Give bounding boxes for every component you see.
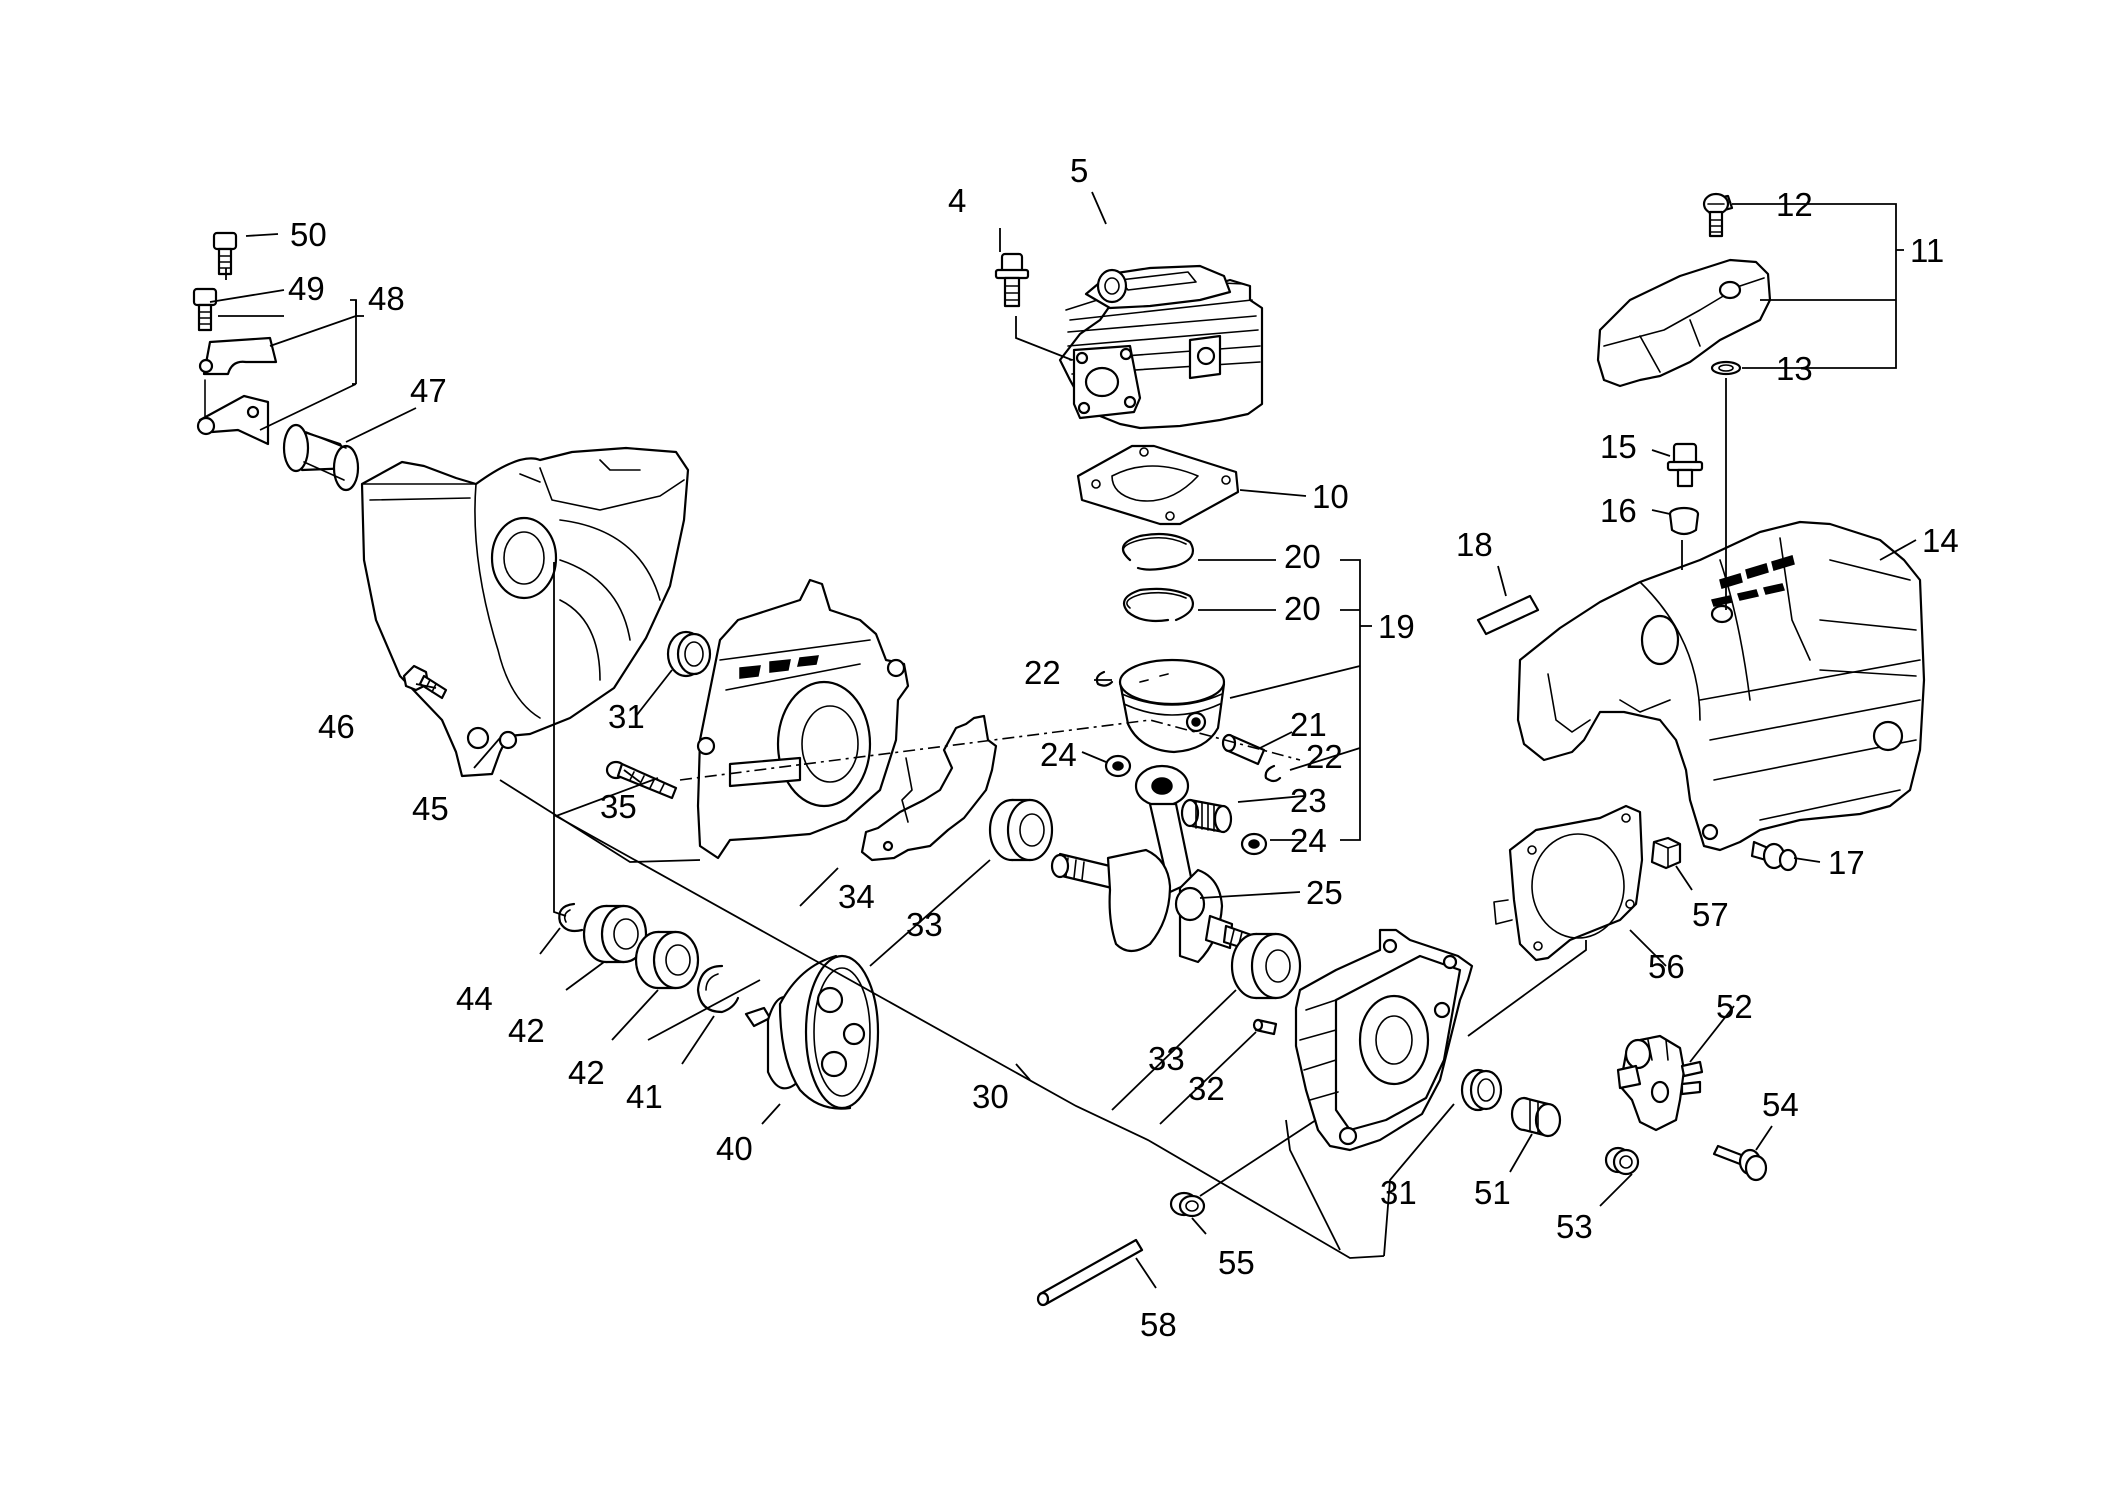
part-51-needle-bearing xyxy=(1510,1096,1562,1138)
part-22-circlip-right xyxy=(1264,764,1282,783)
callout-20-top: 20 xyxy=(1284,538,1321,575)
leader-lines xyxy=(209,191,1917,1289)
part-20-piston-ring-top xyxy=(1121,532,1194,571)
part-17-bolt xyxy=(1750,840,1798,872)
part-25-crankshaft xyxy=(1050,764,1262,964)
part-58-rod xyxy=(1036,1238,1144,1307)
part-4-bolt xyxy=(994,252,1030,308)
part-42-bearing-top xyxy=(582,904,648,964)
part-11-top-cover xyxy=(1596,258,1772,388)
callout-33-top: 33 xyxy=(906,906,943,943)
part-5-cylinder xyxy=(1058,264,1264,430)
part-50-bolt xyxy=(212,231,238,276)
part-23-needle-bearing xyxy=(1180,798,1233,834)
part-49-bolt xyxy=(192,287,218,332)
callout-24-left: 24 xyxy=(1040,736,1077,773)
callout-22-right: 22 xyxy=(1306,738,1343,775)
callout-22-left: 22 xyxy=(1024,654,1061,691)
callout-17: 17 xyxy=(1828,844,1865,881)
callout-58: 58 xyxy=(1140,1306,1177,1343)
callout-56: 56 xyxy=(1648,948,1685,985)
callout-19: 19 xyxy=(1378,608,1415,645)
part-42-bearing-bottom xyxy=(634,930,700,990)
callout-11: 11 xyxy=(1910,232,1944,269)
part-24-washer-left xyxy=(1104,754,1132,778)
part-crankcase-right xyxy=(1294,928,1474,1152)
part-34-gasket xyxy=(860,714,998,862)
callout-40: 40 xyxy=(716,1130,753,1167)
callout-42-bottom: 42 xyxy=(568,1054,605,1091)
callout-46: 46 xyxy=(318,708,355,745)
callout-21: 21 xyxy=(1290,706,1327,743)
part-33-bearing-bottom xyxy=(1230,932,1302,1000)
part-47-bushing xyxy=(282,423,360,492)
callout-18: 18 xyxy=(1456,526,1493,563)
callout-48: 48 xyxy=(368,280,405,317)
callout-42-top: 42 xyxy=(508,1012,545,1049)
callout-31-bottom: 31 xyxy=(1380,1174,1417,1211)
callout-30: 30 xyxy=(972,1078,1009,1115)
callout-20-bottom: 20 xyxy=(1284,590,1321,627)
callout-53: 53 xyxy=(1556,1208,1593,1245)
part-14-engine-cover xyxy=(1516,520,1926,852)
callout-labels: 4 5 10 11 12 13 14 15 16 17 18 19 20 20 … xyxy=(288,152,1959,1343)
part-18-label xyxy=(1476,594,1540,636)
part-12-screw xyxy=(1702,192,1734,238)
callout-16: 16 xyxy=(1600,492,1637,529)
part-44-circlip xyxy=(558,902,584,933)
callout-5: 5 xyxy=(1070,152,1088,189)
callout-4: 4 xyxy=(948,182,966,219)
part-55-seal xyxy=(1169,1191,1206,1218)
part-52-oil-pump xyxy=(1616,1034,1704,1132)
part-20-piston-ring-bottom xyxy=(1122,587,1194,623)
part-40-clutch-drum xyxy=(744,954,880,1110)
callout-52: 52 xyxy=(1716,988,1753,1025)
callout-51: 51 xyxy=(1474,1174,1511,1211)
callout-12: 12 xyxy=(1776,186,1813,223)
part-53-seal xyxy=(1604,1146,1640,1176)
callout-55: 55 xyxy=(1218,1244,1255,1281)
part-57-block xyxy=(1650,836,1682,870)
part-crankcase-left xyxy=(696,578,910,860)
part-33-bearing-top xyxy=(988,798,1054,862)
callout-14: 14 xyxy=(1922,522,1959,559)
callout-50: 50 xyxy=(290,216,327,253)
part-31-seal-bottom xyxy=(1460,1068,1503,1112)
callout-45: 45 xyxy=(412,790,449,827)
callout-54: 54 xyxy=(1762,1086,1799,1123)
callout-25: 25 xyxy=(1306,874,1343,911)
part-32-dowel-pin xyxy=(1252,1018,1278,1036)
centerline xyxy=(679,719,1301,781)
callout-57: 57 xyxy=(1692,896,1729,933)
callout-49: 49 xyxy=(288,270,325,307)
callout-41: 41 xyxy=(626,1078,663,1115)
part-13-washer xyxy=(1710,360,1742,376)
part-56-gasket xyxy=(1493,804,1644,962)
callout-32: 32 xyxy=(1188,1070,1225,1107)
callout-35: 35 xyxy=(600,788,637,825)
part-21-piston xyxy=(1118,658,1226,754)
callout-31-top: 31 xyxy=(608,698,645,735)
callout-34: 34 xyxy=(838,878,875,915)
callout-24-right: 24 xyxy=(1290,822,1327,859)
callout-15: 15 xyxy=(1600,428,1637,465)
part-22-circlip-left xyxy=(1095,670,1114,687)
part-31-seal-top xyxy=(666,630,712,678)
callout-23: 23 xyxy=(1290,782,1327,819)
callout-10: 10 xyxy=(1312,478,1349,515)
part-10-gasket xyxy=(1076,444,1240,526)
callout-47: 47 xyxy=(410,372,447,409)
part-54-screw xyxy=(1712,1144,1768,1182)
callout-44: 44 xyxy=(456,980,493,1017)
callout-33-bottom: 33 xyxy=(1148,1040,1185,1077)
callout-13: 13 xyxy=(1776,350,1813,387)
part-24-washer-right xyxy=(1240,832,1268,856)
part-41-circlip xyxy=(696,964,740,1014)
part-48-clamp xyxy=(196,336,278,446)
part-16-grommet xyxy=(1668,506,1700,536)
part-15-bolt xyxy=(1666,442,1704,488)
